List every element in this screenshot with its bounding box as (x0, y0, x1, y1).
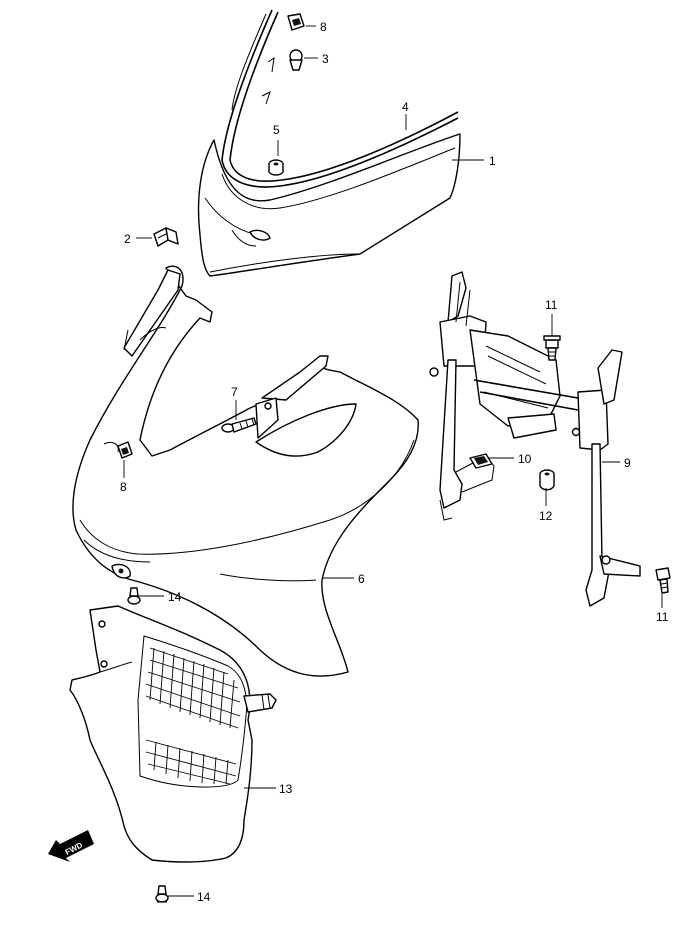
bracket-part-9 (429, 271, 641, 607)
front-top-cowl-part-1 (197, 133, 461, 277)
cushion-part-12 (539, 469, 555, 491)
grommet-part-5 (268, 159, 284, 176)
push-rivet-part-14-lower (155, 885, 169, 903)
callout-13: 13 (279, 782, 293, 796)
leader-lines (123, 25, 663, 897)
clip-nut-part-10 (469, 453, 493, 469)
rivet-part-3 (289, 49, 303, 71)
callout-14-upper: 14 (168, 590, 182, 604)
clip-nut-part-8-mid (117, 441, 133, 459)
callout-10: 10 (518, 452, 532, 466)
inner-cover-part-13 (69, 605, 277, 863)
spring-clip-part-2 (153, 227, 179, 247)
callout-12: 12 (539, 509, 553, 523)
callout-3: 3 (322, 52, 329, 66)
callout-4: 4 (402, 100, 409, 114)
callout-2: 2 (124, 232, 131, 246)
grille-slats (145, 647, 241, 785)
callout-1: 1 (489, 154, 496, 168)
callout-7: 7 (231, 385, 238, 399)
bolt-part-11-lower (655, 567, 671, 594)
callout-5: 5 (273, 123, 280, 137)
callout-8-top: 8 (320, 20, 327, 34)
leg-shield-part-6 (72, 265, 419, 677)
callout-6: 6 (358, 572, 365, 586)
callout-11-upper: 11 (545, 298, 558, 312)
bolt-part-11-upper (543, 335, 561, 361)
clip-nut-part-8-top (287, 13, 305, 31)
callout-14-lower: 14 (197, 890, 211, 904)
callout-labels: 8 3 4 5 1 2 7 8 6 14 13 14 11 10 9 12 11 (120, 20, 669, 904)
fwd-arrow-icon: FWD (48, 830, 94, 862)
push-rivet-part-14-upper (127, 587, 141, 605)
callout-11-lower: 11 (656, 610, 669, 624)
trim-strip-part-4 (221, 9, 459, 188)
callout-9: 9 (624, 456, 631, 470)
callout-8-mid: 8 (120, 480, 127, 494)
screw-part-7 (221, 417, 257, 433)
